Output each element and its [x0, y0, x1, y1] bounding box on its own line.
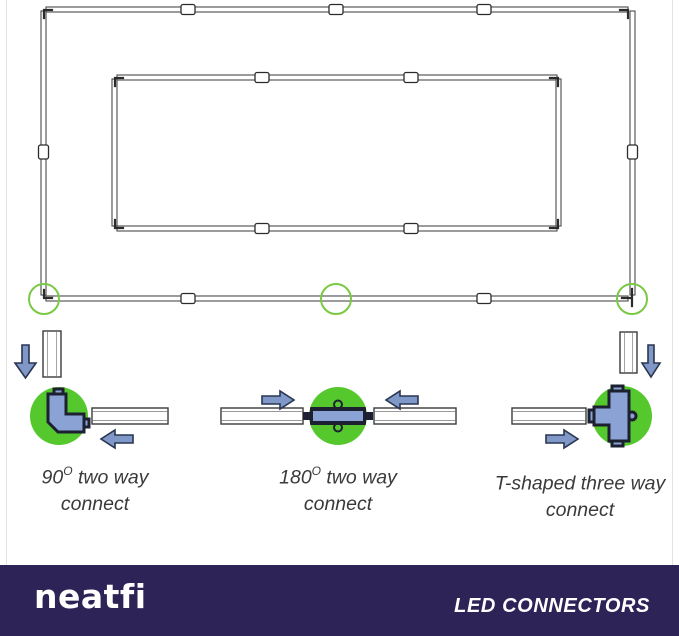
t-connector-icon	[620, 287, 634, 308]
corner-connector-icon	[548, 76, 560, 88]
caption-text: two way	[321, 466, 397, 489]
straight-connector-icon	[476, 292, 492, 305]
arrow-left-icon	[384, 389, 419, 411]
tube	[373, 407, 457, 425]
degree-mark: O	[311, 464, 322, 478]
tube	[511, 407, 587, 425]
caption-line2: connect	[60, 492, 130, 515]
caption-line2: connect	[545, 498, 615, 521]
arrow-down-icon	[640, 344, 662, 379]
illustration-t-three-way	[511, 331, 662, 450]
caption-line1: 180O two way	[243, 459, 433, 491]
arrow-right-icon	[545, 428, 580, 450]
illustration-180-two-way	[220, 387, 457, 445]
arrow-right-icon	[261, 389, 296, 411]
corner-connector-icon	[618, 8, 630, 20]
highlight-circle-right	[616, 283, 648, 315]
highlight-circle-middle	[320, 283, 352, 315]
straight-connector-icon	[254, 71, 270, 84]
straight-connector-icon	[254, 222, 270, 235]
straight-connector-icon	[403, 71, 419, 84]
inner-frame	[111, 71, 562, 235]
straight-connector-icon	[403, 222, 419, 235]
corner-connector-icon	[548, 218, 560, 230]
arrow-down-icon	[13, 344, 38, 380]
t-connector-icon	[587, 384, 638, 448]
tube	[91, 407, 169, 425]
outer-frame	[37, 3, 639, 308]
led-frame-diagram	[28, 3, 648, 315]
image-frame-left	[6, 0, 7, 565]
caption-text: two way	[72, 466, 149, 489]
straight-connector-icon	[476, 3, 492, 16]
caption-90-two-way: 90O two way connect	[0, 459, 190, 517]
corner-connector-icon	[46, 387, 91, 434]
corner-connector-icon	[113, 76, 125, 88]
arrow-left-icon	[99, 428, 134, 450]
illustration-90-two-way	[13, 330, 169, 450]
image-frame-right	[672, 0, 673, 565]
degree-mark: O	[63, 464, 73, 478]
caption-text: 180	[279, 466, 312, 489]
highlight-circle-left	[28, 283, 60, 315]
caption-t-three-way: T-shaped three way connect	[485, 465, 675, 523]
tube	[619, 331, 638, 374]
caption-text: T-shaped three way	[494, 472, 666, 495]
tube	[220, 407, 304, 425]
straight-connector-icon	[303, 399, 373, 433]
corner-connector-icon	[113, 218, 125, 230]
caption-180-two-way: 180O two way connect	[243, 459, 433, 517]
caption-line1: 90O two way	[0, 459, 190, 491]
brand-logo: neatfi	[34, 577, 147, 616]
straight-connector-icon	[626, 144, 639, 160]
straight-connector-icon	[180, 292, 196, 305]
caption-text: 90	[41, 466, 64, 489]
straight-connector-icon	[328, 3, 344, 16]
straight-connector-icon	[37, 144, 50, 160]
caption-line2: connect	[303, 492, 373, 515]
tube	[42, 330, 62, 378]
connector-illustrations	[13, 330, 662, 450]
straight-connector-icon	[180, 3, 196, 16]
caption-line1: T-shaped three way	[485, 465, 675, 497]
corner-connector-icon	[42, 8, 54, 20]
footer-title: LED CONNECTORS	[454, 595, 650, 617]
footer: neatfi LED CONNECTORS	[0, 565, 679, 636]
corner-connector-icon	[42, 288, 54, 300]
